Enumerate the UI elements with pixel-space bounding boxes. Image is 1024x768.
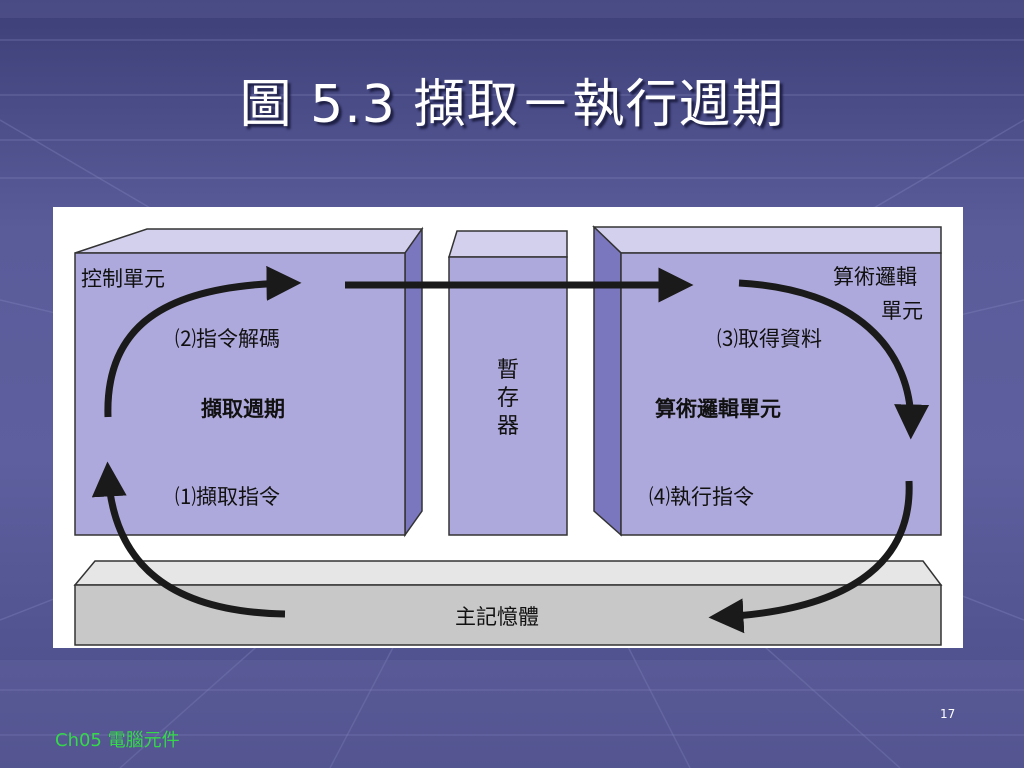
alu-label-top-line1: 算術邏輯 [833,265,917,289]
control-unit-label: 控制單元 [81,267,165,291]
fetch-execute-cycle-diagram: 控制單元 ⑵指令解碼 擷取週期 ⑴擷取指令 暫存器 算術邏輯 單元 ⑶取得資料 … [53,207,963,648]
chapter-footer: Ch05 電腦元件 [55,730,180,751]
alu-center-label: 算術邏輯單元 [655,397,781,421]
slide-title: 圖 5.3 擷取－執行週期 [239,75,785,135]
control-unit-box [74,226,424,538]
main-memory-label: 主記憶體 [455,605,539,629]
register-box [447,230,568,536]
arrow-get-data [738,279,930,440]
register-label: 暫存器 [496,358,519,439]
fetch-cycle-label: 擷取週期 [201,397,285,421]
step-fetch-label: ⑴擷取指令 [175,485,280,509]
arrow-memory-to-fetch [91,461,286,618]
alu-label-top-line2: 單元 [881,299,923,323]
step-execute-label: ⑷執行指令 [649,485,754,509]
step-get-data-label: ⑶取得資料 [717,327,822,351]
main-memory-box [73,560,943,646]
step-decode-label: ⑵指令解碼 [175,327,280,351]
page-number: 17 [940,707,956,721]
diagram-shapes [73,225,943,646]
arrow-decode [104,265,302,418]
arrow-execute-to-memory [708,480,913,634]
